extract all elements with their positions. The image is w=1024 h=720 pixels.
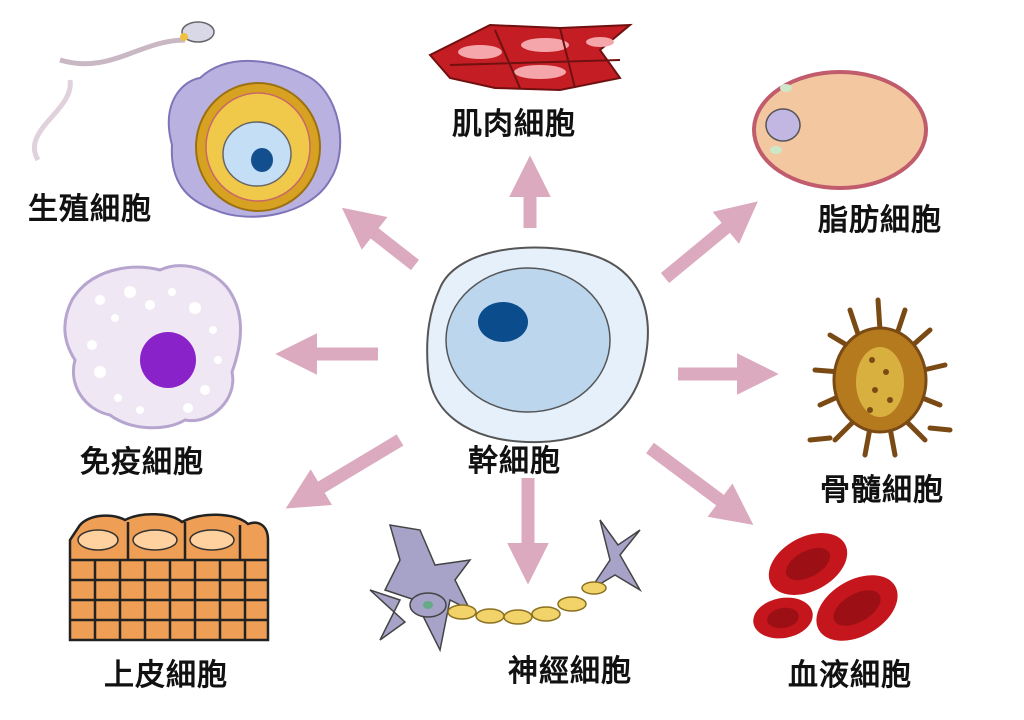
stem-cell-icon: [426, 246, 649, 444]
arrow-to-fat: [660, 201, 758, 284]
label-fat-cell: 脂肪細胞: [818, 203, 942, 238]
label-bone-marrow-cell: 骨髓細胞: [820, 473, 944, 508]
label-germ-cell: 生殖細胞: [28, 192, 152, 227]
arrow-to-blood: [646, 442, 754, 525]
muscle-cell-icon: [428, 23, 633, 92]
label-muscle-cell: 肌肉細胞: [452, 107, 576, 142]
label-nerve-cell: 神經細胞: [508, 654, 632, 689]
arrows: [275, 155, 779, 585]
nerve-cell-icon: [369, 519, 643, 653]
germ-cell-icon: [31, 21, 342, 218]
label-epithelial-cell: 上皮細胞: [104, 658, 228, 693]
arrow-to-germ: [341, 207, 420, 271]
epithelial-cell-icon: [68, 513, 270, 642]
blood-cell-icon: [753, 533, 898, 641]
label-blood-cell: 血液細胞: [788, 658, 912, 693]
immune-cell-icon: [63, 264, 242, 430]
label-immune-cell: 免疫細胞: [80, 445, 204, 480]
label-stem-cell: 幹細胞: [468, 444, 561, 479]
fat-cell-icon: [752, 70, 928, 190]
bone-marrow-cell-icon: [807, 297, 953, 458]
arrow-to-epithelial: [285, 434, 404, 509]
